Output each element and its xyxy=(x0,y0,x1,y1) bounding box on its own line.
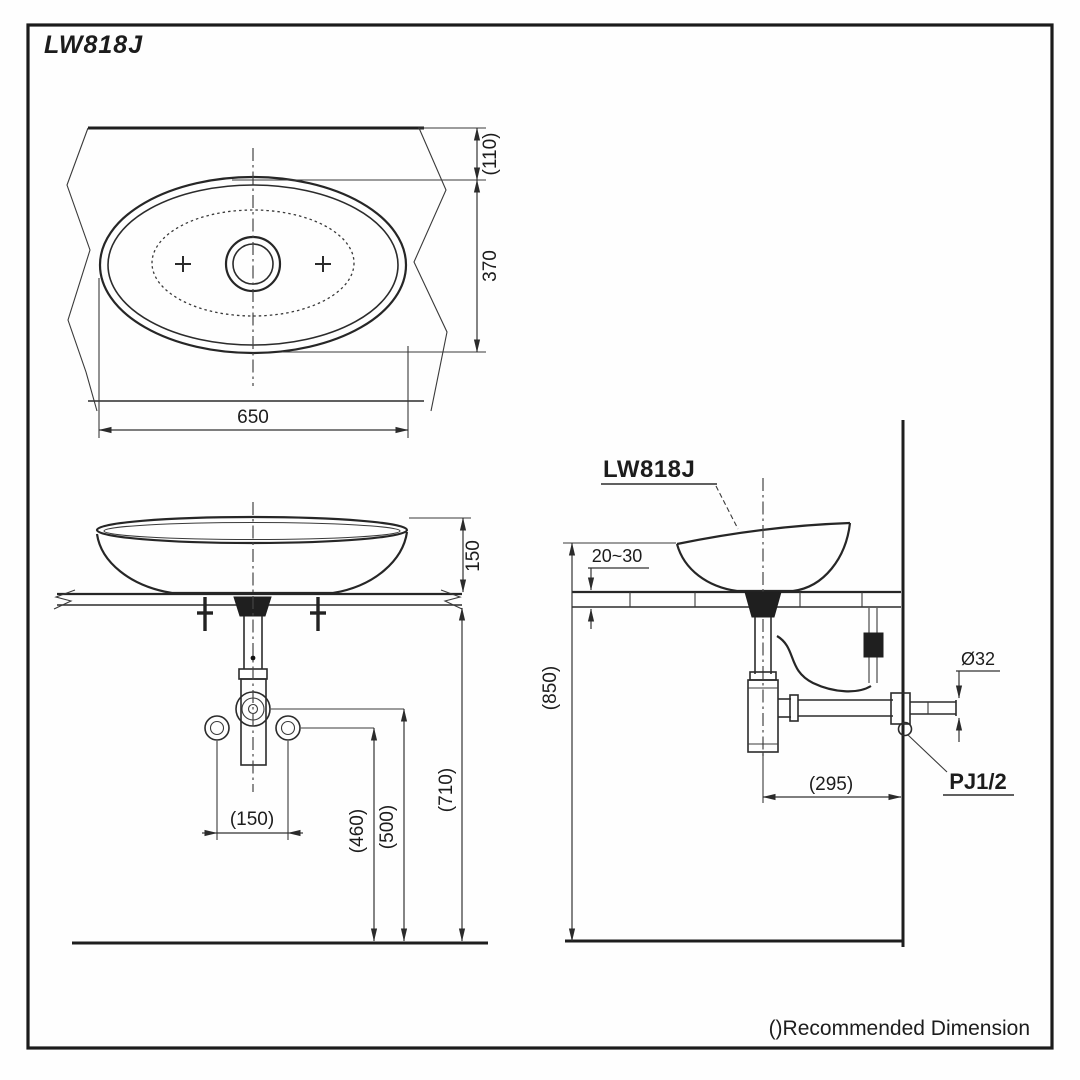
faucet-mark-right xyxy=(315,256,331,272)
side-view-bowl xyxy=(675,478,852,757)
supply-stop-right xyxy=(275,715,301,741)
dim-label-left-supply-height: (460) xyxy=(347,809,368,853)
top-view-basin xyxy=(98,148,408,386)
top-view-dimensions: (110) 370 650 xyxy=(98,127,501,438)
side-view-product-callout: LW818J xyxy=(601,456,739,530)
angle-valve-body xyxy=(863,632,884,658)
mounting-bolt-right xyxy=(310,597,326,631)
side-view-counter xyxy=(572,590,901,608)
drawing-border-frame xyxy=(26,23,1054,1050)
dim-label-drain-valve-height: (500) xyxy=(377,805,398,849)
front-view-trap-assembly xyxy=(204,502,301,792)
supply-stop-left xyxy=(204,715,230,741)
dim-label-counter-underside-height: (710) xyxy=(436,768,457,812)
front-view-bowl xyxy=(95,515,409,595)
dim-label-supply-spacing: (150) xyxy=(230,809,274,830)
dim-label-counter-thickness: 20~30 xyxy=(592,546,643,566)
product-callout-label: LW818J xyxy=(603,456,695,483)
top-view: (110) 370 650 xyxy=(66,126,501,438)
dim-label-depth: 370 xyxy=(480,250,501,282)
wall-supply-stub xyxy=(897,721,913,737)
front-view-dimensions: 150 (710) (500) (460) (150) xyxy=(202,517,484,942)
label-wall-supply-thread: PJ1/2 xyxy=(949,769,1007,794)
side-view-trap-assembly xyxy=(744,591,957,753)
faucet-mark-left xyxy=(175,256,191,272)
drawing-title: LW818J xyxy=(44,31,143,59)
dim-label-bowl-height: 150 xyxy=(463,540,484,572)
side-view: LW818J xyxy=(540,420,1014,947)
dim-label-rim-offset: (110) xyxy=(480,133,501,176)
footnote-recommended-dimension: ()Recommended Dimension xyxy=(769,1017,1030,1040)
top-view-counter xyxy=(66,126,448,412)
side-drain-flange xyxy=(744,591,782,618)
dim-label-width: 650 xyxy=(237,407,269,428)
side-view-supply-assembly xyxy=(776,608,884,693)
pipe-joint-dot xyxy=(250,655,256,661)
dim-label-rim-height: (850) xyxy=(540,666,561,710)
flexible-hose xyxy=(776,635,872,693)
dim-label-trap-wall-offset: (295) xyxy=(809,774,853,795)
side-view-dimensions: (850) 20~30 (295) Ø32 PJ1/2 xyxy=(540,542,1014,942)
mounting-bolt-left xyxy=(197,597,213,631)
front-view: 150 (710) (500) (460) (150) xyxy=(53,502,488,945)
dim-label-drain-pipe-diameter: Ø32 xyxy=(961,649,995,669)
basin-inner-dotted-outline xyxy=(151,209,355,317)
